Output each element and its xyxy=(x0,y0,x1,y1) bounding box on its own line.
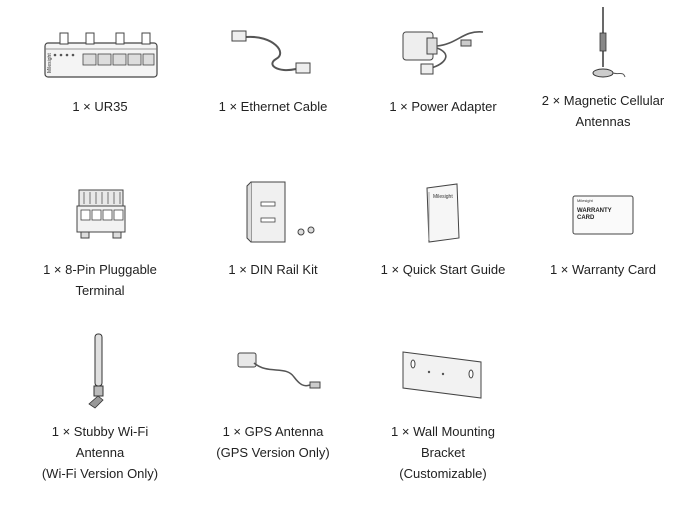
caption-ethernet-cable: 1 × Ethernet Cable xyxy=(218,99,328,114)
warranty-line2: CARD xyxy=(577,215,595,221)
caption-din-rail-kit: 1 × DIN Rail Kit xyxy=(228,262,318,277)
guide-brand: Milesight xyxy=(433,194,453,200)
warranty-line1: WARRANTY xyxy=(577,208,612,214)
wifi-antenna-image xyxy=(15,330,185,410)
warranty-brand: Milesight xyxy=(577,198,594,203)
router-brand: Milesight xyxy=(47,53,53,73)
caption-magnetic-antennas-line2: Antennas xyxy=(575,114,631,129)
ethernet-cable-image xyxy=(188,25,358,105)
quick-start-guide-image: Milesight xyxy=(358,180,528,250)
caption-gps-antenna-line1: 1 × GPS Antenna xyxy=(222,424,324,439)
caption-wall-bracket-line2: Bracket xyxy=(420,445,466,460)
caption-wifi-antenna-line3: (Wi-Fi Version Only) xyxy=(41,466,159,481)
caption-terminal-line2: Terminal xyxy=(75,283,125,298)
magnetic-antenna-image xyxy=(518,5,686,87)
caption-router: 1 × UR35 xyxy=(72,99,128,114)
caption-wall-bracket-line3: (Customizable) xyxy=(399,466,487,481)
caption-power-adapter: 1 × Power Adapter xyxy=(389,99,497,114)
caption-magnetic-antennas-line1: 2 × Magnetic Cellular xyxy=(541,93,665,108)
caption-terminal-line1: 1 × 8-Pin Pluggable xyxy=(43,262,157,277)
caption-gps-antenna-line2: (GPS Version Only) xyxy=(216,445,330,460)
wall-bracket-image xyxy=(358,340,528,410)
caption-warranty-card: 1 × Warranty Card xyxy=(549,262,657,277)
caption-wifi-antenna-line2: Antenna xyxy=(75,445,125,460)
gps-antenna-image xyxy=(188,345,358,405)
power-adapter-image xyxy=(358,20,528,100)
warranty-card-image: Milesight WARRANTY CARD xyxy=(518,180,686,250)
caption-wall-bracket-line1: 1 × Wall Mounting xyxy=(391,424,495,439)
din-rail-kit-image xyxy=(188,180,358,250)
caption-wifi-antenna-line1: 1 × Stubby Wi-Fi xyxy=(51,424,149,439)
router-image: Milesight xyxy=(15,25,185,105)
caption-quick-start-guide: 1 × Quick Start Guide xyxy=(380,262,506,277)
terminal-block-image xyxy=(15,180,185,250)
